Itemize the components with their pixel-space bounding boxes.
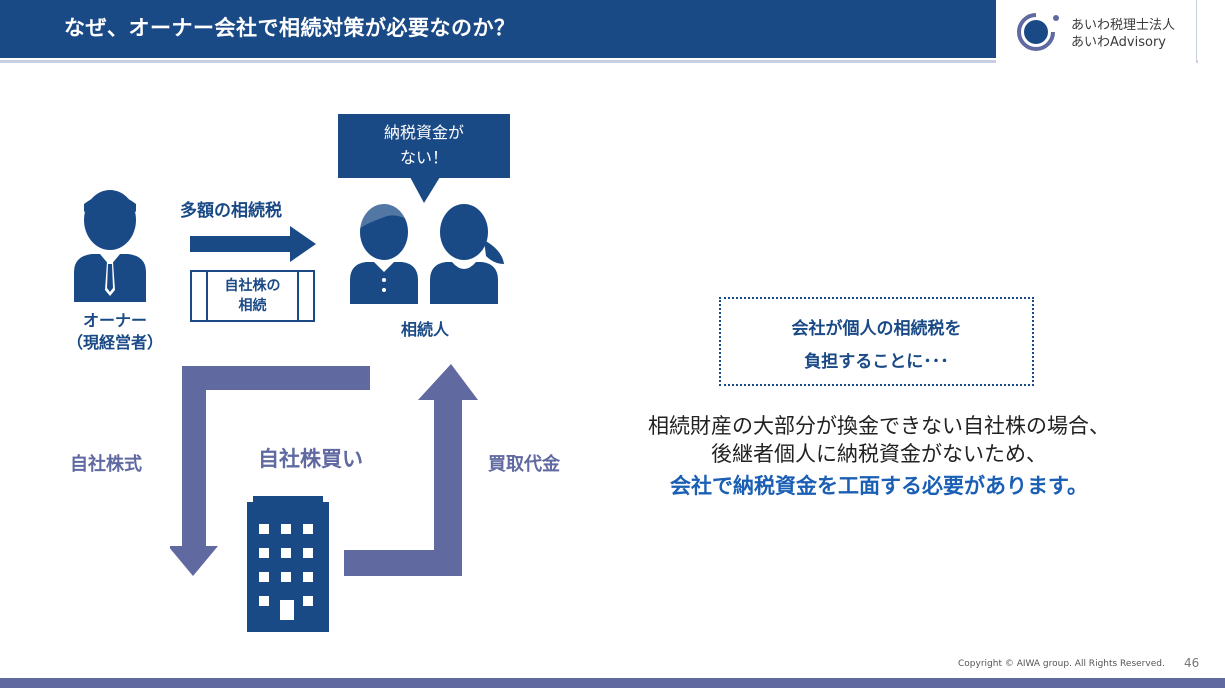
- male-heir-icon: [350, 203, 418, 304]
- bubble-line1: 納税資金が: [383, 123, 464, 142]
- tax-label: 多額の相続税: [180, 201, 282, 221]
- callout-box: [719, 297, 1034, 386]
- shares-inheritance-box: 自社株の 相続: [190, 270, 315, 322]
- page-title: なぜ、オーナー会社で相続対策が必要なのか？: [64, 16, 516, 40]
- shares-label-line2: 相続: [238, 298, 267, 314]
- body-line1: 相続財産の大部分が換金できない自社株の場合、: [648, 414, 1110, 438]
- left-flow-label: 自社株式: [70, 454, 142, 475]
- right-arrow-icon: [190, 226, 316, 262]
- header-divider: [0, 60, 1198, 63]
- copyright-text: Copyright © AIWA group. All Rights Reser…: [958, 659, 1165, 669]
- shares-label-line1: 自社株の: [224, 278, 281, 294]
- bubble-tail: [410, 177, 440, 203]
- logo-icon: [1017, 13, 1059, 51]
- logo-text-2: あいわAdvisory: [1071, 35, 1166, 50]
- buyback-label: 自社株買い: [258, 447, 363, 471]
- bubble-line2: ない！: [399, 148, 448, 167]
- owner-label: オーナー （現経営者）: [60, 310, 170, 354]
- bubble-text: 納税資金が ない！: [338, 120, 510, 170]
- page-number: 46: [1184, 656, 1200, 670]
- company-building-icon: [247, 496, 329, 632]
- heirs-label: 相続人: [400, 320, 449, 339]
- callout-line1: 会社が個人の相続税を: [791, 319, 962, 339]
- owner-label-line2: （現経営者）: [66, 333, 163, 352]
- header-bar: なぜ、オーナー会社で相続対策が必要なのか？: [0, 0, 996, 58]
- speech-bubble: [338, 114, 510, 178]
- down-flow-arrow: [170, 366, 370, 576]
- footer-bar: [0, 678, 1225, 688]
- body-line2: 後継者個人に納税資金がないため、: [711, 442, 1047, 466]
- right-flow-label: 買取代金: [488, 454, 560, 475]
- owner-label-line1: オーナー: [82, 311, 147, 330]
- body-line3-emphasis: 会社で納税資金を工面する必要があります。: [670, 474, 1088, 498]
- female-heir-icon: [430, 204, 504, 304]
- owner-icon: [74, 190, 146, 302]
- logo-text-1: あいわ税理士法人: [1071, 18, 1176, 33]
- callout-line2: 負担することに･･･: [804, 352, 949, 372]
- up-flow-arrow: [344, 364, 478, 576]
